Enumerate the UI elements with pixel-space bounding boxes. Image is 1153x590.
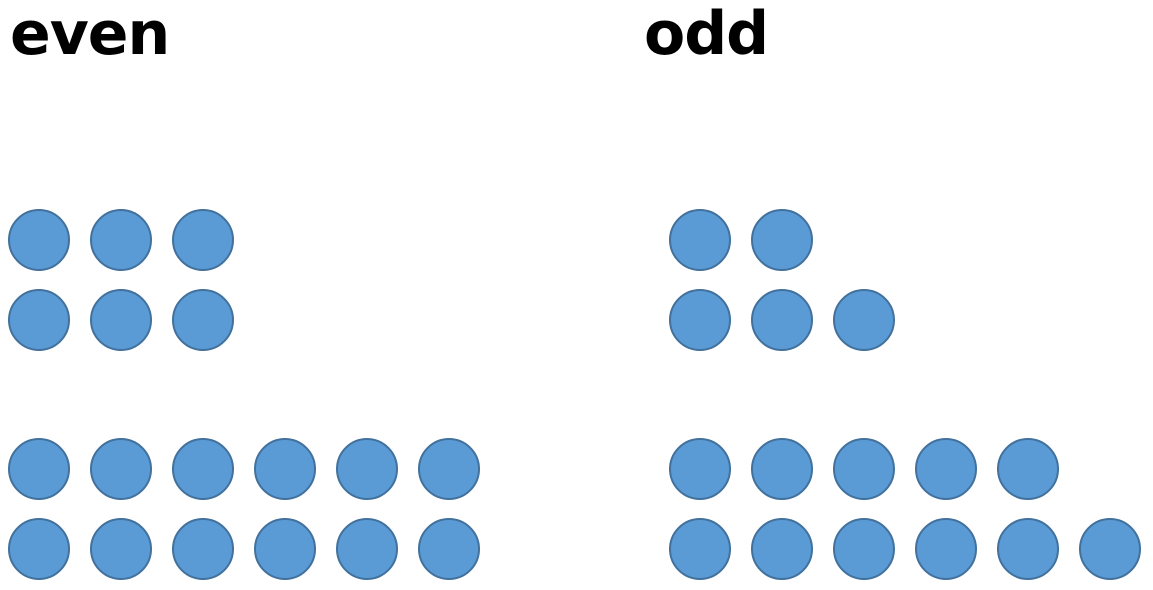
odd-bottom-dot <box>997 518 1059 580</box>
even-bottom-dot <box>172 518 234 580</box>
odd-bottom-dot <box>669 438 731 500</box>
even-bottom-dot <box>90 518 152 580</box>
odd-bottom-dot <box>915 518 977 580</box>
even-bottom-dot <box>8 438 70 500</box>
odd-top-dot <box>751 289 813 351</box>
even-bottom-group <box>8 438 480 580</box>
even-bottom-dot <box>254 518 316 580</box>
even-bottom-dot <box>8 518 70 580</box>
odd-heading: odd <box>644 0 769 69</box>
odd-top-dot <box>669 209 731 271</box>
odd-bottom-group <box>669 438 1141 580</box>
even-bottom-dot <box>336 518 398 580</box>
odd-top-dot <box>833 289 895 351</box>
even-bottom-dot <box>418 518 480 580</box>
even-bottom-dot <box>254 438 316 500</box>
even-top-dot <box>172 289 234 351</box>
even-top-dot <box>172 209 234 271</box>
odd-top-dot <box>669 289 731 351</box>
even-top-dot <box>8 209 70 271</box>
odd-top-dot <box>751 209 813 271</box>
even-bottom-dot <box>336 438 398 500</box>
odd-bottom-dot <box>751 438 813 500</box>
even-heading: even <box>10 0 170 69</box>
odd-bottom-dot <box>1079 518 1141 580</box>
odd-bottom-dot <box>833 438 895 500</box>
even-bottom-dot <box>418 438 480 500</box>
even-top-dot <box>8 289 70 351</box>
even-top-dot <box>90 289 152 351</box>
odd-bottom-dot <box>833 518 895 580</box>
odd-bottom-dot <box>751 518 813 580</box>
even-bottom-dot <box>172 438 234 500</box>
odd-bottom-dot <box>669 518 731 580</box>
odd-bottom-dot <box>915 438 977 500</box>
odd-bottom-dot <box>997 438 1059 500</box>
even-top-group <box>8 209 234 351</box>
odd-top-group <box>669 209 895 351</box>
even-bottom-dot <box>90 438 152 500</box>
even-top-dot <box>90 209 152 271</box>
